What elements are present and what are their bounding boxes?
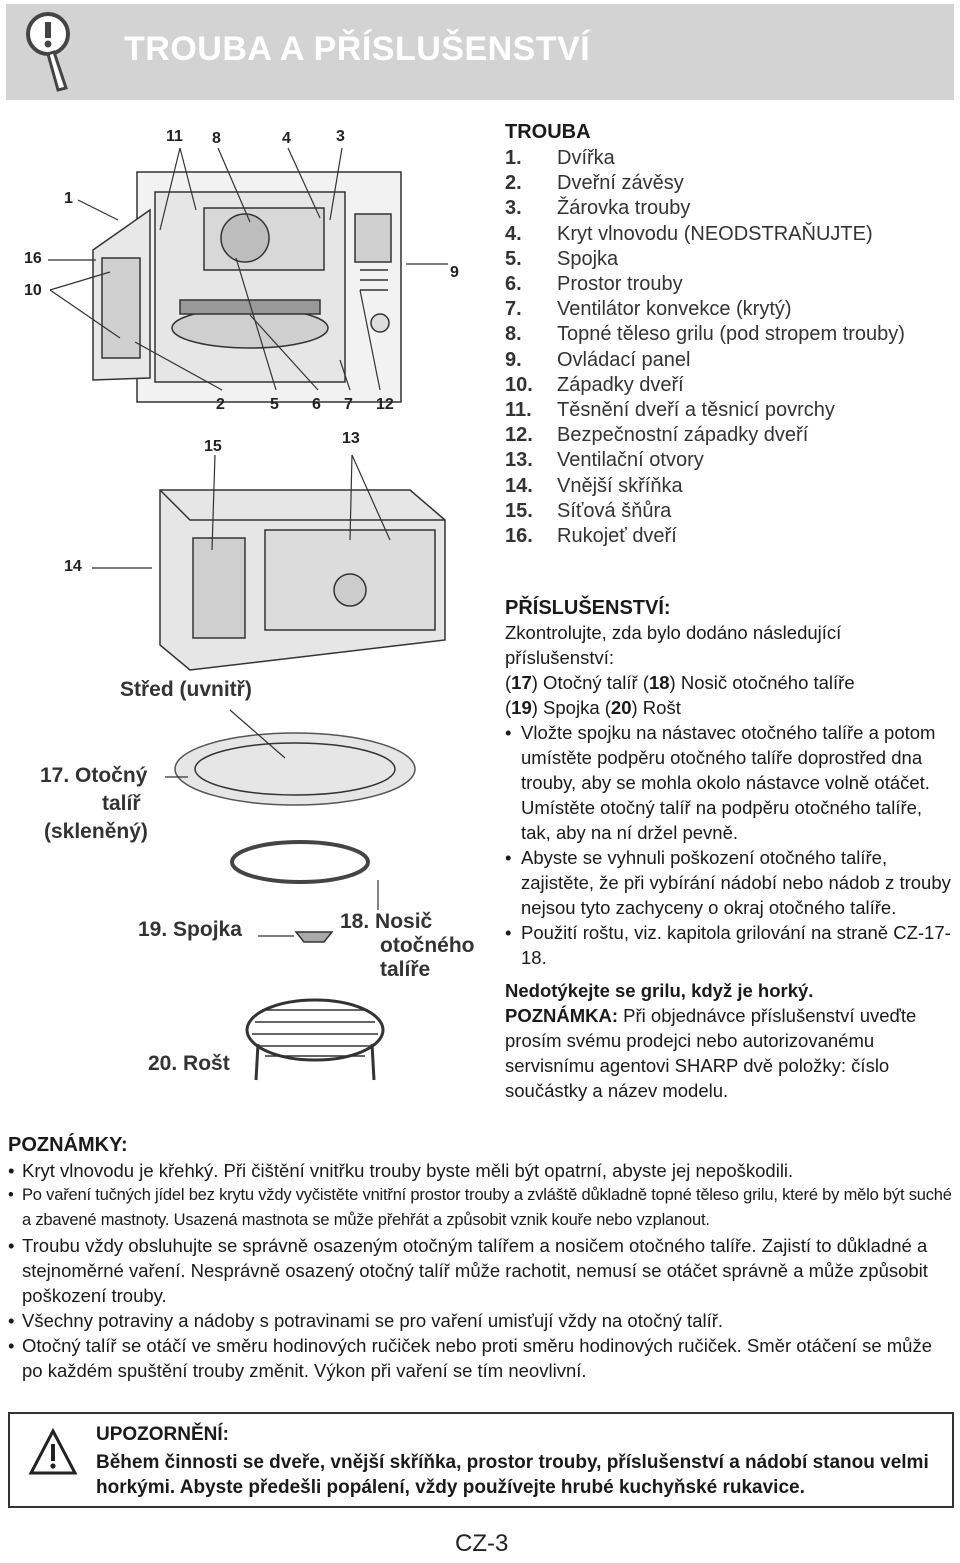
list-item: 8.Topné těleso grilu (pod stropem trouby… (505, 323, 905, 346)
list-item: 4.Kryt vlnovodu (NEODSTRAŇUJTE) (505, 222, 873, 245)
list-item: 6.Prostor trouby (505, 273, 683, 296)
list-item: 12.Bezpečnostní západky dveří (505, 424, 809, 447)
callout-10: 10 (24, 282, 42, 299)
label-support-1: 18. Nosič (340, 910, 433, 933)
accessories-note: POZNÁMKA: Při objednávce příslušenství u… (505, 1005, 917, 1101)
warning-title: UPOZORNĚNÍ: (96, 1424, 229, 1445)
list-item: Kryt vlnovodu je křehký. Při čištění vni… (8, 1158, 954, 1183)
accessories-line-2: (19) Spojka (20) Rošt (505, 697, 681, 718)
accessories-line-1: (17) Otočný talíř (18) Nosič otočného ta… (505, 672, 855, 693)
warning-text: Během činnosti se dveře, vnější skříňka,… (96, 1452, 929, 1498)
list-item: 14.Vnější skříňka (505, 474, 683, 497)
accessories-intro: Zkontrolujte, zda bylo dodáno následujíc… (505, 622, 842, 668)
list-item: 15.Síťová šňůra (505, 499, 672, 522)
accessories-section: PŘÍSLUŠENSTVÍ: Zkontrolujte, zda bylo do… (505, 596, 955, 1103)
oven-illustration (48, 147, 448, 1081)
callout-2: 2 (216, 396, 225, 413)
list-item: 2.Dveřní závěsy (505, 172, 684, 195)
label-turntable-2: talíř (102, 792, 141, 815)
callout-3: 3 (336, 128, 345, 145)
list-item: 16.Rukojeť dveří (505, 525, 677, 548)
list-item: Vložte spojku na nástavec otočného talíř… (505, 720, 955, 845)
accessories-title: PŘÍSLUŠENSTVÍ: (505, 597, 671, 619)
callout-14: 14 (64, 558, 82, 575)
warning-triangle-icon (28, 1427, 78, 1476)
label-support-2: otočného (380, 934, 475, 957)
notes-list: Kryt vlnovodu je křehký. Při čištění vni… (8, 1158, 954, 1383)
list-item: Troubu vždy obsluhujte se správně osazen… (8, 1233, 954, 1308)
list-item: 7.Ventilátor konvekce (krytý) (505, 298, 792, 321)
info-magnifier-icon (18, 8, 82, 96)
list-item: Abyste se vyhnuli poškození otočného tal… (505, 845, 955, 920)
callout-5: 5 (270, 396, 279, 413)
oven-parts-list: 1.Dvířka 2.Dveřní závěsy 3.Žárovka troub… (505, 146, 955, 549)
callout-9: 9 (450, 264, 459, 281)
list-item: 5.Spojka (505, 247, 619, 270)
list-item: 13.Ventilační otvory (505, 449, 704, 472)
list-item: 1.Dvířka (505, 147, 615, 169)
header-bar: TROUBA A PŘÍSLUŠENSTVÍ (6, 4, 954, 100)
label-turntable-1: 17. Otočný (40, 764, 148, 787)
page-title: TROUBA A PŘÍSLUŠENSTVÍ (124, 30, 591, 68)
list-item: Použití roštu, viz. kapitola grilování n… (505, 920, 955, 970)
notes-section: POZNÁMKY: Kryt vlnovodu je křehký. Při č… (8, 1133, 954, 1383)
oven-parts-section: TROUBA 1.Dvířka 2.Dveřní závěsy 3.Žárovk… (505, 120, 955, 549)
list-item: Všechny potraviny a nádoby s potravinami… (8, 1308, 954, 1333)
list-item: 9.Ovládací panel (505, 348, 691, 371)
callout-4: 4 (282, 130, 291, 147)
label-center: Střed (uvnitř) (120, 678, 252, 701)
oven-parts-title: TROUBA (505, 121, 591, 143)
callout-16: 16 (24, 250, 42, 267)
list-item: 11.Těsnění dveří a těsnicí povrchy (505, 399, 835, 422)
notes-title: POZNÁMKY: (8, 1134, 128, 1156)
list-item: 3.Žárovka trouby (505, 197, 691, 220)
callout-13: 13 (342, 430, 360, 447)
oven-figure: 1 16 10 11 8 4 3 9 2 5 6 7 12 15 13 14 S… (0, 110, 500, 1110)
warning-box: UPOZORNĚNÍ: Během činnosti se dveře, vně… (8, 1412, 954, 1508)
label-turntable-3: (skleněný) (44, 820, 148, 843)
label-rack: 20. Rošt (148, 1052, 230, 1075)
list-item: Otočný talíř se otáčí ve směru hodinovýc… (8, 1333, 954, 1383)
callout-11: 11 (166, 128, 183, 145)
page-number: CZ-3 (455, 1530, 509, 1557)
callout-15: 15 (204, 438, 222, 455)
callout-1: 1 (64, 190, 73, 207)
list-item: Po vaření tučných jídel bez krytu vždy v… (8, 1183, 954, 1233)
callout-12: 12 (376, 396, 394, 413)
callout-6: 6 (312, 396, 321, 413)
callout-8: 8 (212, 130, 221, 147)
callout-7: 7 (344, 396, 353, 413)
label-support-3: talíře (380, 958, 431, 981)
no-touch-warning: Nedotýkejte se grilu, když je horký. (505, 980, 814, 1001)
list-item: 10.Západky dveří (505, 373, 684, 396)
label-coupling: 19. Spojka (138, 918, 242, 941)
accessories-bullets: Vložte spojku na nástavec otočného talíř… (505, 720, 955, 970)
